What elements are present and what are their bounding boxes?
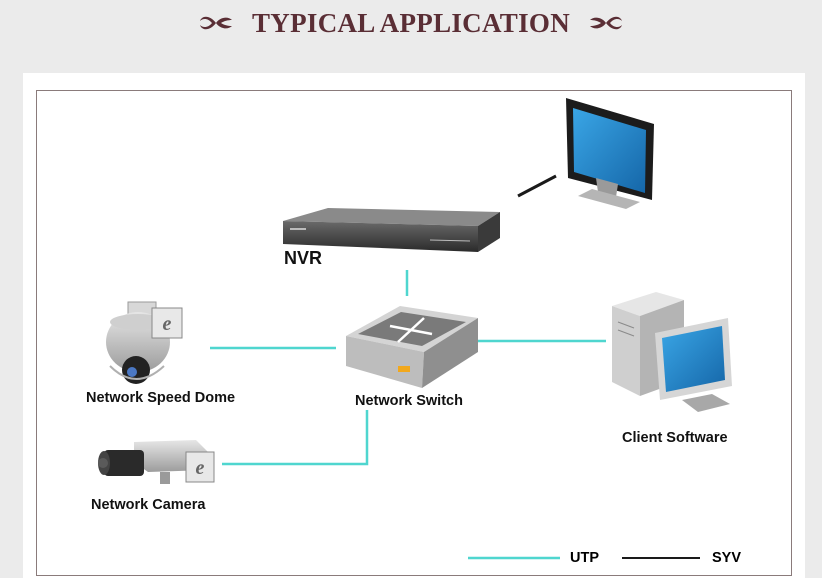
ie-icon: e: [185, 451, 215, 483]
client-label: Client Software: [622, 430, 728, 446]
camera-label: Network Camera: [91, 497, 206, 513]
nvr-device-icon: [283, 208, 500, 252]
monitor-icon: [566, 98, 654, 209]
utp-connections: [210, 270, 606, 466]
diagram-frame: [36, 90, 792, 576]
speed-dome-label: Network Speed Dome: [86, 390, 236, 406]
client-pc-icon: [612, 292, 732, 412]
utp-line-camera-switch: [222, 410, 369, 466]
page-header: TYPICAL APPLICATION: [0, 0, 822, 46]
switch-label: Network Switch: [355, 393, 463, 409]
syv-line-nvr-monitor: [517, 174, 557, 198]
flourish-right-icon: [590, 16, 622, 30]
flourish-left-icon: [200, 16, 232, 30]
legend-syv-label: SYV: [712, 550, 742, 566]
svg-text:e: e: [196, 457, 205, 479]
legend-utp-label: UTP: [570, 550, 599, 566]
ie-icon: e: [151, 307, 183, 339]
page-title: TYPICAL APPLICATION: [252, 7, 570, 38]
svg-text:e: e: [163, 313, 172, 335]
network-switch-icon: [346, 306, 478, 388]
nvr-label: NVR: [284, 248, 323, 268]
